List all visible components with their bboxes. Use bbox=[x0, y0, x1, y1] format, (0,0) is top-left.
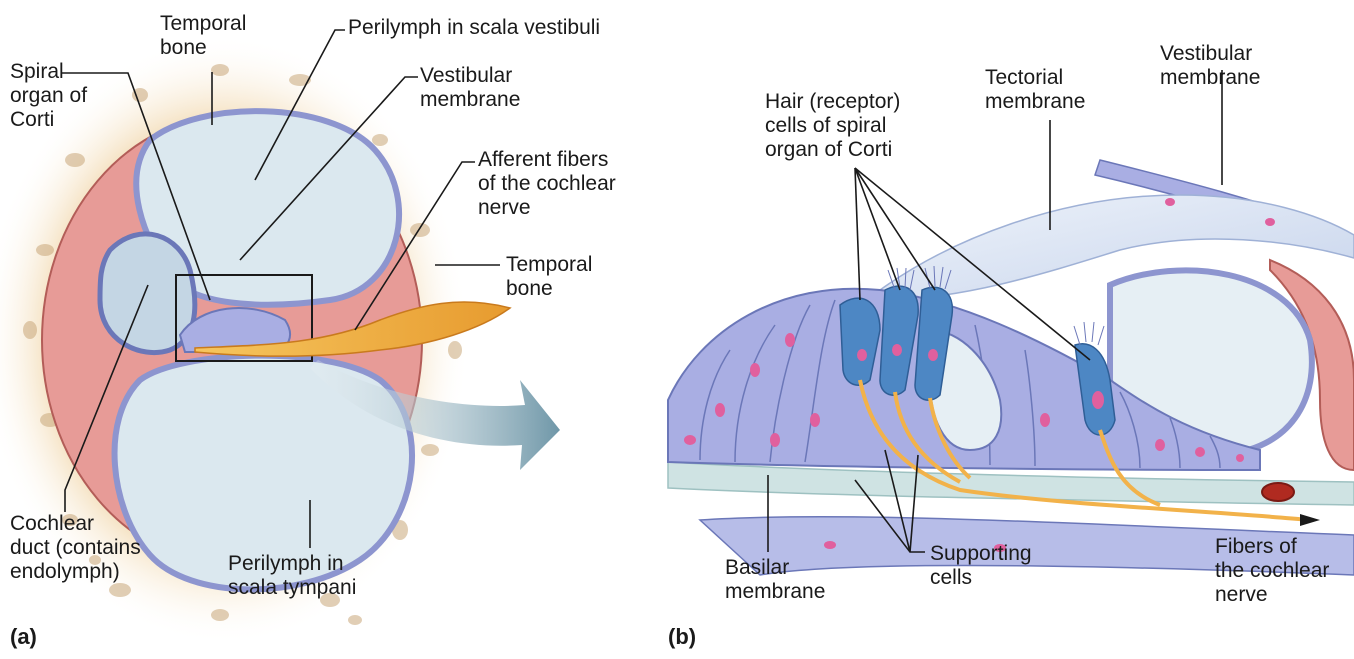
label-supporting-cells: Supporting cells bbox=[930, 542, 1032, 590]
panel-b-illustration bbox=[668, 160, 1354, 575]
label-temporal-bone-top: Temporal bone bbox=[160, 12, 246, 60]
label-spiral-organ: Spiral organ of Corti bbox=[10, 60, 87, 132]
label-fibers-cochlear: Fibers of the cochlear nerve bbox=[1215, 535, 1329, 607]
cochlear-nerve-fiber-arrow bbox=[1300, 514, 1320, 526]
leader-hair-cells-3 bbox=[855, 168, 860, 300]
label-vestibular-membrane-b: Vestibular membrane bbox=[1160, 42, 1260, 90]
label-basilar-membrane: Basilar membrane bbox=[725, 556, 825, 604]
label-hair-cells: Hair (receptor) cells of spiral organ of… bbox=[765, 90, 900, 162]
blood-vessel bbox=[1262, 483, 1294, 501]
label-afferent-fibers: Afferent fibers of the cochlear nerve bbox=[478, 148, 616, 220]
label-perilymph-tympani: Perilymph in scala tympani bbox=[228, 552, 356, 600]
panel-b-letter: (b) bbox=[668, 624, 696, 650]
leader-hair-cells-2 bbox=[855, 168, 935, 290]
label-perilymph-vestibuli: Perilymph in scala vestibuli bbox=[348, 16, 600, 40]
label-vestibular-membrane-a: Vestibular membrane bbox=[420, 64, 520, 112]
label-tectorial-membrane: Tectorial membrane bbox=[985, 66, 1085, 114]
label-cochlear-duct: Cochlear duct (contains endolymph) bbox=[10, 512, 141, 584]
panel-a-letter: (a) bbox=[10, 624, 37, 650]
label-temporal-bone-right: Temporal bone bbox=[506, 253, 592, 301]
